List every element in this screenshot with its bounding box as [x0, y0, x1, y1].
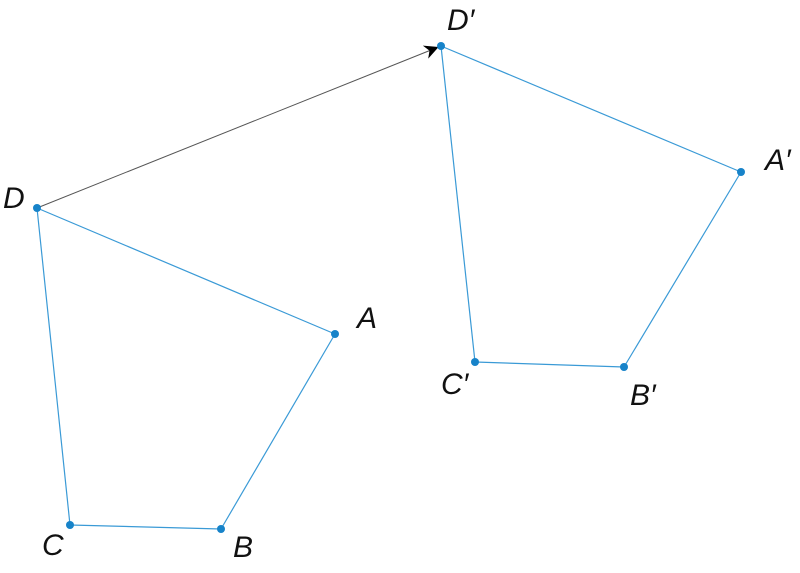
translation-vector-arrow [36, 45, 439, 209]
point-d-prime [437, 42, 445, 50]
label-b: B [233, 531, 253, 564]
shape-original-edge-B-C [69, 524, 222, 530]
point-a [331, 330, 339, 338]
label-d: D [3, 182, 25, 215]
label-a: A [355, 302, 377, 335]
point-a-prime [737, 168, 745, 176]
point-b-prime [620, 363, 628, 371]
point-d [33, 204, 41, 212]
point-b [217, 525, 225, 533]
shape-original-edge-A-B [220, 333, 336, 530]
shape-image-edge-C-prime-D-prime [440, 45, 476, 363]
shape-image-edge-D-prime-A-prime [440, 45, 742, 173]
point-c [66, 521, 74, 529]
shape-image-edge-B-prime-C-prime [474, 361, 625, 368]
shape-image-edge-A-prime-B-prime [623, 171, 742, 368]
label-b-prime: B′ [630, 379, 657, 412]
label-c: C [42, 529, 64, 562]
label-a-prime: A′ [763, 144, 792, 177]
shape-original-edge-D-A [36, 207, 336, 335]
label-d-prime: D′ [447, 4, 476, 37]
label-c-prime: C′ [441, 368, 470, 401]
point-c-prime [471, 358, 479, 366]
shape-original-edge-C-D [36, 207, 71, 526]
